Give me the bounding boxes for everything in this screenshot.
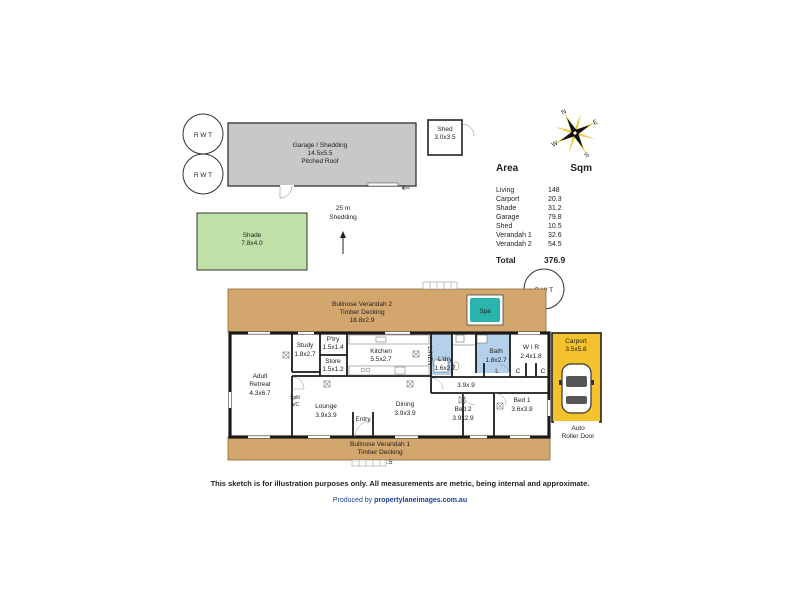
shed-title: Shed bbox=[437, 126, 453, 133]
hall-dims: 3.9x.9 bbox=[457, 382, 475, 389]
compass-icon: N W E S bbox=[551, 108, 600, 160]
entry-label: Entry bbox=[355, 416, 371, 423]
store-name: Store bbox=[325, 358, 341, 365]
garage-dims: 14.5x5.5 bbox=[308, 150, 333, 157]
verandah-2-dims: 18.8x2.9 bbox=[350, 317, 375, 324]
carport-door-2: Roller Door bbox=[562, 433, 596, 440]
dining-name: Dining bbox=[396, 401, 415, 408]
pantry-dims: 1.5x1.4 bbox=[322, 344, 344, 351]
linen-label: LINEN bbox=[426, 346, 433, 365]
bed-1-name: Bed 1 bbox=[514, 397, 531, 404]
distance-label: Shedding bbox=[329, 214, 357, 221]
verandah-2-sub: Timber Decking bbox=[339, 309, 385, 316]
distance-value: 25 m bbox=[336, 205, 350, 212]
shed-dims: 3.0x3.5 bbox=[434, 134, 456, 141]
split-ac-1: Split bbox=[290, 395, 300, 401]
study-dims: 1.8x2.7 bbox=[294, 351, 316, 358]
kitchen-name: Kitchen bbox=[370, 348, 392, 355]
bath-dims: 1.8x2.7 bbox=[485, 357, 507, 364]
disclaimer-text: This sketch is for illustration purposes… bbox=[210, 479, 590, 488]
sqm-header-label: Sqm bbox=[570, 163, 592, 174]
rwt-tank-2: R W T bbox=[182, 153, 224, 195]
spa: Spa bbox=[466, 294, 504, 326]
bed-1-dims: 3.6x3.9 bbox=[511, 406, 533, 413]
carport-title: Carport bbox=[565, 338, 587, 345]
lounge-dims: 3.9x3.9 bbox=[315, 412, 337, 419]
garage-shedding: Garage / Shedding 14.5x5.5 Pitched Roof bbox=[227, 122, 417, 199]
total-label: Total bbox=[496, 255, 516, 265]
verandah-1: Bullnose Verandah 1 Timber Decking 21.7x… bbox=[227, 436, 551, 467]
verandah-1-sub: Timber Decking bbox=[357, 449, 403, 456]
adult-retreat-dims: 4.3x6.7 bbox=[249, 390, 271, 397]
bath-name: Bath bbox=[489, 348, 503, 355]
compass-w: W bbox=[551, 139, 560, 148]
wir-name: W I R bbox=[523, 344, 540, 351]
distance-indicator: 25 m Shedding bbox=[329, 205, 357, 254]
total-value: 376.9 bbox=[544, 255, 566, 265]
study-name: Study bbox=[297, 342, 314, 349]
bed-2-name: Bed 2 bbox=[455, 406, 472, 413]
house bbox=[228, 331, 551, 439]
split-ac-2: A/C bbox=[291, 402, 300, 408]
laundry-dims: 1.6x2.7 bbox=[434, 365, 456, 372]
carport-door-1: Auto bbox=[571, 425, 585, 432]
carport: Carport 3.5x5.8 Auto Roller Door bbox=[551, 332, 602, 440]
car-icon bbox=[559, 363, 594, 414]
bed-2-dims: 3.9x2.9 bbox=[452, 415, 474, 422]
compass-n: N bbox=[560, 108, 568, 117]
verandah-1-title: Bullnose Verandah 1 bbox=[350, 441, 410, 448]
garage-title: Garage / Shedding bbox=[293, 142, 348, 149]
lounge-name: Lounge bbox=[315, 403, 337, 410]
adult-retreat-name-2: Retreat bbox=[249, 381, 271, 388]
spa-label: Spa bbox=[479, 308, 491, 315]
compass-e: E bbox=[592, 118, 600, 127]
laundry-name: L'dry bbox=[438, 356, 453, 363]
shed: Shed 3.0x3.5 bbox=[427, 119, 475, 156]
shade-title: Shade bbox=[243, 232, 262, 239]
rwt-tank-1: R W T bbox=[182, 113, 224, 155]
adult-retreat-name-1: Adult bbox=[253, 373, 268, 380]
pantry-name: P'try bbox=[327, 336, 341, 343]
area-header-label: Area bbox=[496, 163, 519, 174]
producer-credit: Produced by propertylaneimages.com.au bbox=[0, 497, 800, 504]
cupboard-label-2: C bbox=[541, 368, 546, 375]
cupboard-label-1: C bbox=[516, 368, 521, 375]
store-dims: 1.5x1.2 bbox=[322, 366, 344, 373]
compass-s: S bbox=[583, 151, 591, 160]
producer-prefix: Produced by bbox=[332, 497, 375, 504]
shade-dims: 7.8x4.0 bbox=[241, 240, 263, 247]
shade-area: Shade 7.8x4.0 bbox=[196, 212, 308, 271]
wir-dims: 2.4x1.8 bbox=[520, 353, 542, 360]
rwt-tank-1-label: R W T bbox=[194, 132, 212, 139]
area-total-row: Total 376.9 bbox=[496, 255, 596, 265]
dining-dims: 3.9x3.9 bbox=[394, 410, 416, 417]
garage-note: Pitched Roof bbox=[301, 158, 338, 165]
room-labels: Study 1.8x2.7 P'try 1.5x1.4 Store 1.5x1.… bbox=[249, 336, 545, 423]
carport-dims: 3.5x5.8 bbox=[565, 346, 587, 353]
verandah-2-title: Bullnose Verandah 2 bbox=[332, 301, 392, 308]
area-table-header: Area Sqm bbox=[496, 163, 596, 174]
toilet-label: L bbox=[495, 368, 499, 375]
producer-link[interactable]: propertylaneimages.com.au bbox=[374, 497, 468, 504]
rwt-tank-2-label: R W T bbox=[194, 172, 212, 179]
kitchen-dims: 5.5x2.7 bbox=[370, 356, 392, 363]
